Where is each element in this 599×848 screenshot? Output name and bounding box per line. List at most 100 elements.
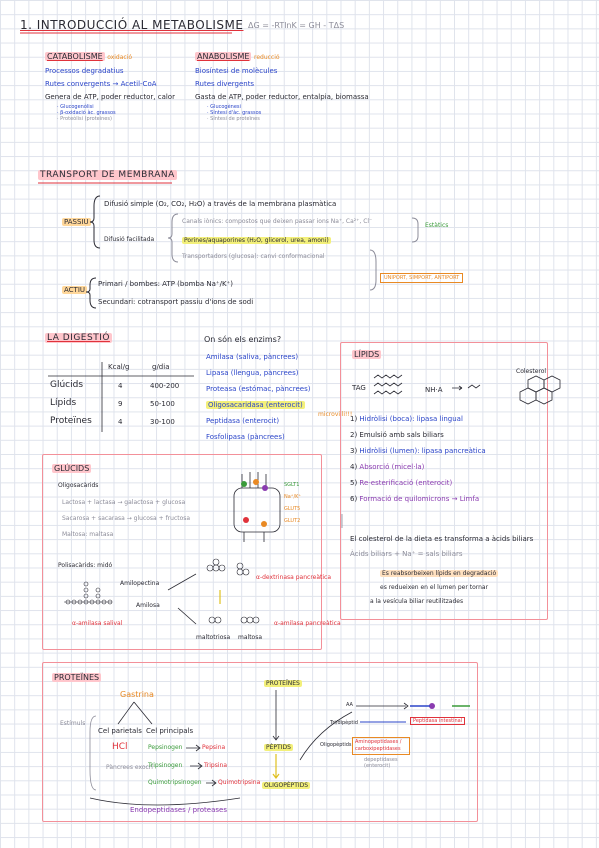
lipids-title: LÍPIDS [352,350,382,359]
difusio-facilitada: Difusió facilitada [104,236,155,243]
catabolisme-note: oxidació [107,54,133,61]
proteines-title: PROTEÏNES [52,673,102,682]
lipids-step-2-text: Emulsió amb sals biliars [359,431,444,439]
aa-arrow [356,702,409,710]
uniport-box: UNIPORT, SIMPORT, ANTIPORT [380,273,464,283]
flow-proteines-text: PROTEÏNES [264,680,302,687]
lipids-step-4-text: Absorció (micel·la) [359,463,425,471]
passiu-brace [89,195,101,249]
lipids-box [340,342,548,620]
tripsina-label: Tripsina [204,762,227,769]
arrow-to-dextrin [167,573,197,591]
glut2-label: GLUT2 [284,518,301,524]
flow-peptids: PÈPTIDS [264,744,293,751]
glucids-box [42,454,322,650]
estatics-label: Estàtics [425,222,448,229]
difusio-simple-text: Difusió simple (O₂, CO₂, H₂O) a través d… [104,200,337,208]
secundari: Secundari: cotransport passiu d'ions de … [98,298,254,306]
transport-title-text: TRANSPORT DE MEMBRANA [38,170,177,180]
amilopectina-drawing [64,581,113,605]
maltosa-product-label: maltosa [238,634,263,641]
uniport-text: UNIPORT, SIMPORT, ANTIPORT [384,275,460,281]
porines: Porines/aquaporines (H₂O, glicerol, urea… [182,237,331,244]
polisacarids-label: Polisacàrids: midó [58,562,113,569]
enzim-3: Proteasa (estómac, pàncrees) [206,385,311,393]
reabsorcio-text: Es reabsorbeixen lípids en degradació [380,570,499,577]
lipids-step-5: 5) Re-esterificació (enterocit) [350,479,453,487]
lipids-step-4: 4) Absorció (micel·la) [350,463,425,471]
enzim-4-text: Oligosacaridasa (enterocit) [206,401,305,409]
lipids-step-1: 1) Hidròlisi (boca): lipasa lingual [350,415,463,423]
table-row-name-2: Lípids [50,398,77,408]
flow-peptids-text: PÈPTIDS [264,744,293,751]
primari: Primari / bombes: ATP (bomba Na⁺/K⁺) [98,280,233,288]
digestio-title-text: LA DIGESTIÓ [45,333,112,343]
transport-oligo-label: Oligopèptids [320,742,352,748]
actiu-brace [85,277,97,309]
enzim-2: Lipasa (llengua, pàncrees) [206,369,299,377]
proteines-box [42,662,478,822]
alpha-salival-label: α-amilasa salival [72,620,123,627]
pepsinogen-arrow [186,744,201,752]
catabolisme-title: CATABOLISME [45,52,105,61]
endopeptidases-brace [89,797,241,806]
catabolisme-sub-1: · Glucogenòlisi [57,104,94,110]
difusio-simple: Difusió simple (O₂, CO₂, H₂O) a través d… [104,200,336,208]
glut5-label: GLUT5 [284,506,301,512]
alpha-dextrinasa-label: α-dextrinasa pancreàtica [256,574,332,581]
colesterol-line: El colesterol de la dieta es transforma … [350,535,534,543]
maltotriosa-label: maltotriosa [196,634,231,641]
flow-proteines: PROTEÏNES [264,680,302,687]
estatics-bracket [411,217,419,243]
anabolisme-sub-1: · Glucogènesi [207,104,241,110]
arrow-to-maltotriosa [177,607,197,625]
pancrees-exocri-label: Pàncrees exocrí [106,764,153,771]
anabolisme-title: ANABOLISME [195,52,252,61]
page-title: 1. INTRODUCCIÓ AL METABOLISME [20,18,243,32]
tag-chains [373,374,403,395]
anabolisme-line-3: Gasta de ATP, poder reductor, entalpia, … [195,93,369,101]
tag-label: TAG [352,384,366,392]
transportadors-text: Transportadors (glucosa): canvi conforma… [182,253,325,260]
cel-parietals-label: Cel parietals [98,727,142,735]
lipids-step-5-text: Re-esterificació (enterocit) [359,479,453,487]
uniport-bracket [369,249,377,291]
table-row-kcal-2: 9 [118,400,123,408]
catabolisme-sub-2: · β-oxidació àc. grassos [57,110,116,116]
enterocyte-drawing [233,472,281,542]
peptidasa-box-text: Peptidasa intestinal [413,718,463,724]
table-row-name-1: Glúcids [50,380,84,390]
oligosacarids-label: Oligosacàrids [58,482,99,489]
vesicula-line: a la vesícula biliar reutilitzades [370,598,464,605]
table-row-gday-1: 400-200 [150,382,180,390]
proteines-brace [89,715,97,791]
lipids-step-6: 6) Formació de quilomicrons → Limfa [350,495,480,503]
table-header-kcal: Kcal/g [108,363,130,371]
depeptidases-label: depeptidases (enterocit) [364,757,398,769]
catabolisme-heading: CATABOLISME oxidació [45,52,175,61]
passiu-label: PASSIU [62,218,91,226]
aminopeptidases-box: Aminopeptidases / carboxipeptidases [352,737,410,755]
anabolisme-note: reducció [253,54,280,61]
estatics-text: Estàtics [425,222,449,229]
enzim-4: Oligosacaridasa (enterocit) [206,401,305,409]
glucids-products-drawing [206,558,260,624]
anabolisme-line-1: Biosíntesi de molècules [195,67,278,75]
anabolisme-heading: ANABOLISME reducció [195,52,369,61]
actiu-label: ACTIU [62,286,88,294]
aa-transporter [429,703,435,709]
table-row-kcal-1: 4 [118,382,123,390]
porines-text: Porines/aquaporines (H₂O, glicerol, urea… [182,237,331,244]
transportadors: Transportadors (glucosa): canvi conforma… [182,253,325,260]
gastrina-arrows [117,701,153,725]
nh-glyph: NH·A [425,386,443,394]
canals-ionics: Canals iònics: compostos que deixen pass… [182,218,372,225]
sacarosa-line: Sacarosa + sacarasa → glucosa + fructosa [62,515,191,522]
digestio-title: LA DIGESTIÓ [45,333,112,343]
transport-tridi-label: Tri/dipèptid [330,720,358,726]
enzim-1: Amilasa (saliva, pàncrees) [206,353,299,361]
lipids-step-1-text: Hidròlisi (boca): lipasa lingual [359,415,463,423]
glucids-title-text: GLÚCIDS [52,464,92,473]
anabolisme-line-2: Rutes divergents [195,80,255,88]
